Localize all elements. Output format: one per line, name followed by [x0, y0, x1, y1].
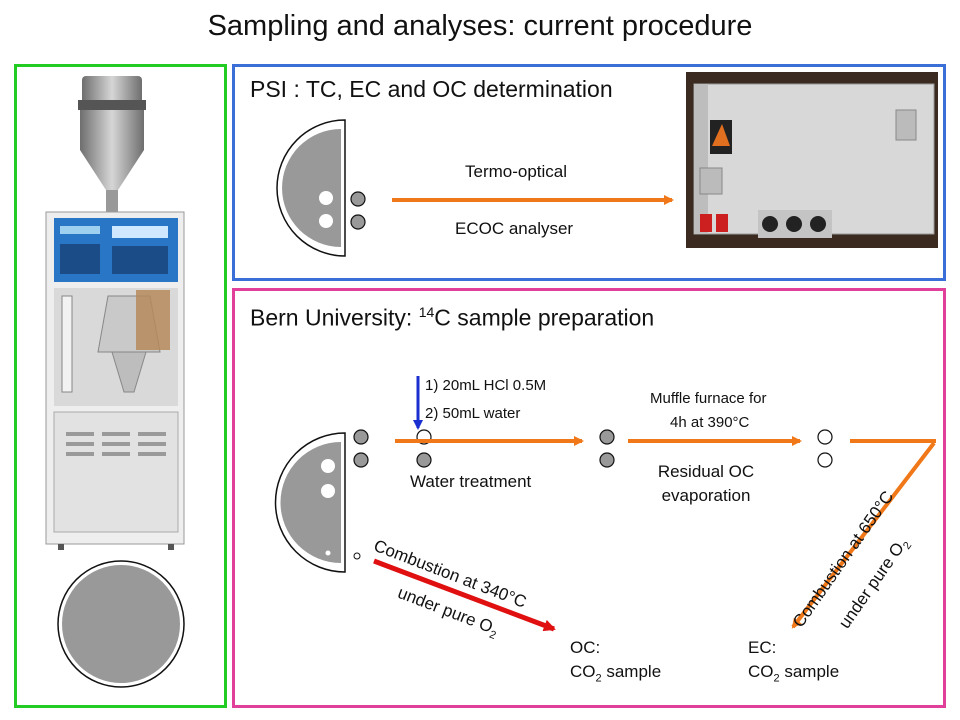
bern-heading-post: C sample preparation: [434, 304, 655, 331]
muffle-furnace-label-1: Muffle furnace for: [650, 390, 767, 407]
page-title: Sampling and analyses: current procedure: [207, 10, 753, 42]
residual-oc-line-1: Residual OC: [657, 462, 755, 481]
residual-oc-label: Residual OC evaporation: [650, 460, 762, 508]
oc-result-label: OC: CO2 sample: [570, 636, 661, 690]
psi-filter-punch-dots: [350, 191, 366, 230]
psi-frame: [232, 64, 946, 281]
bern-heading: Bern University: 14C sample preparation: [250, 304, 654, 332]
ec-result-label: EC: CO2 sample: [748, 636, 839, 690]
bern-small-punch: [353, 552, 361, 560]
acid-step-1: 1) 20mL HCl 0.5M: [425, 377, 547, 394]
ecoc-analyser-label: ECOC analyser: [455, 219, 574, 238]
water-treatment-label: Water treatment: [410, 472, 532, 491]
sampler-photo-icon: [45, 76, 185, 550]
ec-line-2: CO2 sample: [748, 660, 839, 690]
bern-punch-pair-4: [817, 429, 833, 468]
bern-punch-pair-1: [353, 429, 369, 468]
sampler-frame: [14, 64, 227, 708]
bern-punch-pair-3: [599, 429, 615, 468]
ec-co-sub: 2: [773, 672, 780, 685]
oc-line-1: OC:: [570, 638, 601, 657]
psi-heading: PSI : TC, EC and OC determination: [250, 76, 613, 102]
bern-frame: [232, 288, 946, 708]
oc-co-sub: 2: [595, 672, 602, 685]
oc-line-2: CO2 sample: [570, 660, 661, 690]
bern-punch-pair-2: [416, 429, 432, 468]
oc-co-post: sample: [601, 662, 662, 681]
muffle-furnace-label-2: 4h at 390°C: [670, 414, 750, 431]
acid-step-2: 2) 50mL water: [425, 405, 521, 422]
ec-line-1: EC:: [748, 638, 777, 657]
ecoc-analyser-photo-icon: [686, 72, 938, 248]
ec-co-pre: CO: [748, 662, 774, 681]
bern-heading-pre: Bern University:: [250, 304, 419, 331]
filter-disk-icon: [57, 560, 185, 688]
bern-heading-sup: 14: [418, 304, 435, 320]
residual-oc-line-2: evaporation: [661, 486, 751, 505]
oc-co-pre: CO: [570, 662, 596, 681]
termo-optical-label: Termo-optical: [465, 162, 568, 181]
combustion-650-diagonal: [791, 441, 936, 629]
ec-co-post: sample: [779, 662, 840, 681]
combustion-340-arrow: [373, 558, 556, 632]
psi-half-filter-icon: [276, 119, 346, 257]
bern-half-filter-icon: [274, 432, 346, 573]
